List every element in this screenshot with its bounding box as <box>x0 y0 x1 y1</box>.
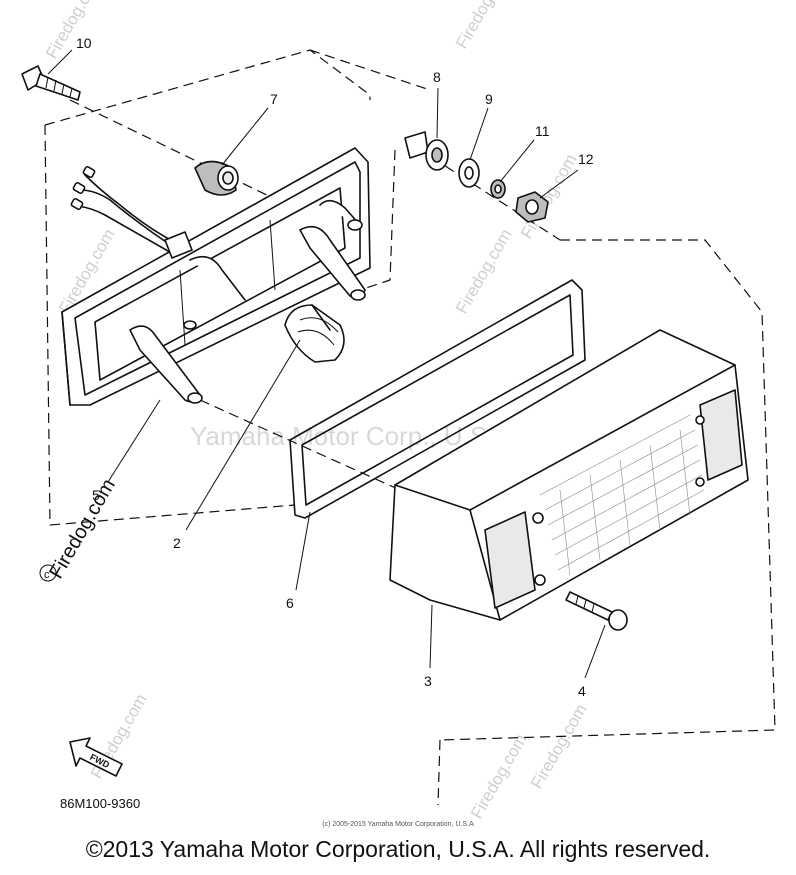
side-watermark-text: Firedog.com <box>45 475 120 582</box>
assembly-outline <box>439 239 776 741</box>
watermark-site: Firedog.com <box>42 0 106 62</box>
assembly-outline <box>309 49 431 91</box>
part-3-lens <box>389 329 749 621</box>
watermark-site: Firedog.com <box>467 731 531 822</box>
assembly-outline <box>44 49 371 126</box>
part-9-washer <box>458 158 480 188</box>
callout-11: 11 <box>535 123 550 139</box>
fwd-arrow-icon <box>69 737 123 777</box>
leader-dash <box>199 399 401 491</box>
housing-body <box>61 147 371 406</box>
part-10-screw <box>21 65 81 101</box>
callout-5: 5 <box>92 487 100 503</box>
part-4-screw <box>565 591 628 631</box>
callout-10: 10 <box>76 35 92 51</box>
small-copyright: (c) 2005-2015 Yamaha Motor Corporation, … <box>322 821 474 828</box>
side-watermark: Firedog.com c <box>39 475 120 583</box>
assembly-outline <box>437 739 441 806</box>
leader-lines <box>47 49 606 679</box>
callout-6: 6 <box>286 595 294 611</box>
copyright-circle-icon <box>39 564 57 582</box>
leader-dash <box>404 139 561 241</box>
assembly-outline <box>359 149 396 291</box>
callout-2: 2 <box>173 535 181 551</box>
callout-8: 8 <box>433 69 441 85</box>
callout-9: 9 <box>485 91 493 107</box>
callout-3: 3 <box>424 673 432 689</box>
part-7-grommet <box>194 160 239 196</box>
part-12-nut <box>515 191 549 223</box>
watermark-layer: Yamaha Motor Corp., U.S.A. Firedog.com F… <box>42 0 591 822</box>
part-6-gasket <box>289 279 586 519</box>
callout-4: 4 <box>578 683 586 699</box>
fwd-arrow: FWD <box>69 737 123 777</box>
watermark-site: Firedog.com <box>527 701 591 792</box>
copyright-c-icon: c <box>44 569 50 581</box>
watermark-site: Firedog.com <box>452 226 516 317</box>
assembly-outline <box>44 124 296 526</box>
part-8-collar <box>404 131 449 171</box>
callout-7: 7 <box>270 91 278 107</box>
part-11-lockwasher <box>490 179 506 199</box>
diagram-code: 86M100-9360 <box>60 796 140 811</box>
watermark-site: Firedog.com <box>452 0 516 52</box>
callout-12: 12 <box>578 151 594 167</box>
part-2-bulb <box>284 304 345 363</box>
copyright-notice: ©2013 Yamaha Motor Corporation, U.S.A. A… <box>85 836 711 862</box>
callout-numbers: 10 7 8 9 11 12 5 2 6 3 4 <box>76 35 594 699</box>
